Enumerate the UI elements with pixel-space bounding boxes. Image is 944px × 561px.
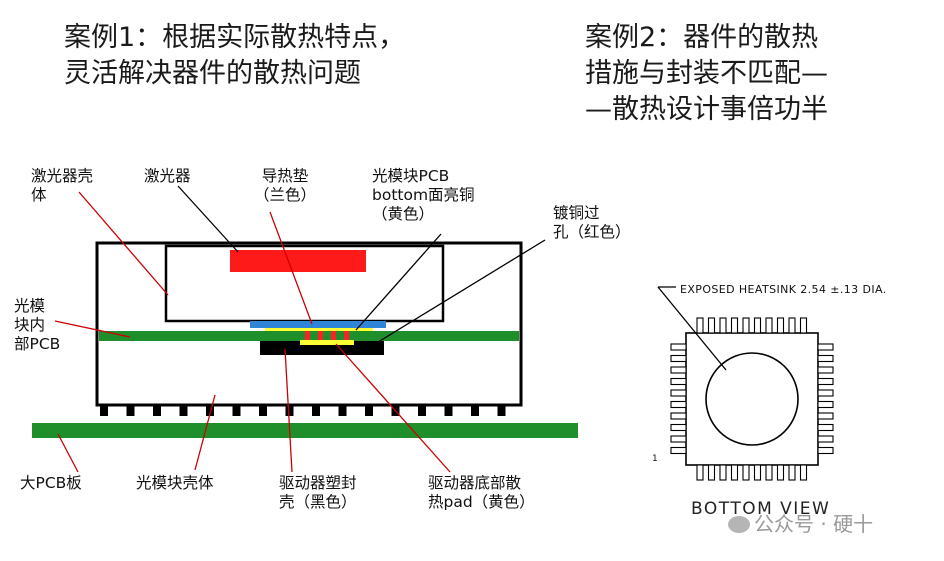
wechat-icon	[728, 516, 750, 533]
qfn-package	[657, 286, 834, 481]
package-pin	[817, 366, 834, 374]
package-pin	[719, 464, 727, 481]
shell-foot	[285, 404, 294, 416]
case2-line2: 措施与封装不匹配—	[585, 58, 828, 89]
case2-line1: 案例2：器件的散热	[585, 22, 819, 53]
package-pin	[765, 464, 773, 481]
package-pin	[719, 317, 727, 334]
label-laser-shell: 激光器壳 体	[31, 167, 94, 204]
package-pin	[776, 317, 785, 334]
laser-block	[230, 250, 366, 272]
case1-title: 案例1：根据实际散热特点， 灵活解决器件的散热问题	[64, 20, 405, 92]
label-driver-package: 驱动器塑封 壳（黑色）	[279, 474, 357, 511]
package-pin	[696, 464, 704, 481]
label-module-shell: 光模块壳体	[136, 474, 214, 492]
package-pin	[788, 317, 796, 334]
label-pcb-copper: 光模块PCB bottom面亮铜 （黄色）	[372, 167, 475, 223]
shell-foot	[365, 404, 373, 416]
watermark: 公众号 · 硬十	[728, 508, 873, 537]
thermal-pad	[250, 321, 386, 328]
shell-foot	[418, 404, 426, 416]
package-pin	[799, 317, 808, 334]
shell-foot	[126, 404, 135, 416]
big-pcb-board	[32, 423, 578, 438]
package-pin	[817, 435, 834, 443]
package-pin	[817, 400, 834, 409]
package-pin	[670, 343, 687, 351]
package-pin	[670, 366, 687, 374]
package-pin	[670, 377, 687, 386]
package-pin	[817, 377, 834, 386]
label-inner-pcb: 光模 块内 部PCB	[14, 297, 61, 353]
package-pin	[742, 317, 750, 334]
label-thermal-pad: 导热垫 （兰色）	[254, 167, 317, 204]
package-pin	[670, 354, 687, 363]
pcb-copper-top	[265, 328, 373, 332]
package-pin	[799, 464, 808, 481]
package-pin	[817, 354, 834, 363]
label-heatsink-note: EXPOSED HEATSINK 2.54 ±.13 DIA.	[680, 283, 887, 296]
package-pin	[730, 317, 739, 334]
label-bottom-view: BOTTOM VIEW	[691, 499, 831, 519]
shell-foot	[153, 404, 161, 416]
package-pin	[753, 464, 762, 481]
case2-title: 案例2：器件的散热 措施与封装不匹配— —散热设计事倍功半	[585, 20, 828, 128]
package-pin	[765, 317, 773, 334]
label-big-pcb: 大PCB板	[20, 474, 82, 492]
package-pin	[817, 423, 834, 432]
package-pin	[817, 343, 834, 351]
package-pin	[670, 400, 687, 409]
driver-thermal-pad	[300, 340, 354, 345]
case1-line2: 灵活解决器件的散热问题	[64, 58, 361, 89]
package-pin	[670, 435, 687, 443]
package-pin	[670, 389, 687, 397]
shell-foot	[312, 404, 320, 416]
watermark-text: 公众号 · 硬十	[754, 512, 874, 536]
package-pins	[670, 317, 834, 481]
heatsink-leader	[657, 286, 727, 371]
package-pin	[788, 464, 796, 481]
package-pin	[753, 317, 762, 334]
leader-lines	[54, 185, 546, 473]
package-pin	[817, 389, 834, 397]
shell-foot	[232, 404, 241, 416]
shell-foot	[444, 404, 453, 416]
shell-foot	[179, 404, 188, 416]
package-pin	[670, 446, 687, 455]
package-pin	[742, 464, 750, 481]
package-pin	[817, 446, 834, 455]
label-laser: 激光器	[144, 167, 191, 185]
shell-foot	[497, 404, 506, 416]
package-pin	[670, 423, 687, 432]
shell-foot	[471, 404, 479, 416]
package-pin	[707, 317, 716, 334]
shell-foot	[259, 404, 267, 416]
package-pin	[730, 464, 739, 481]
package-pin	[707, 464, 716, 481]
package-pin	[670, 412, 687, 420]
shell-foot	[338, 404, 347, 416]
case1-line1: 案例1：根据实际散热特点，	[64, 22, 406, 53]
label-pin1: 1	[652, 454, 658, 464]
label-driver-pad: 驱动器底部散 热pad（黄色）	[428, 474, 535, 511]
vias	[305, 331, 349, 341]
package-pin	[776, 464, 785, 481]
package-pin	[696, 317, 704, 334]
package-pin	[817, 412, 834, 420]
shell-foot	[206, 404, 214, 416]
exposed-heatsink	[705, 352, 799, 446]
case2-line3: —散热设计事倍功半	[585, 94, 828, 125]
label-via: 镀铜过 孔（红色）	[553, 204, 631, 241]
shell-foot	[100, 404, 108, 416]
